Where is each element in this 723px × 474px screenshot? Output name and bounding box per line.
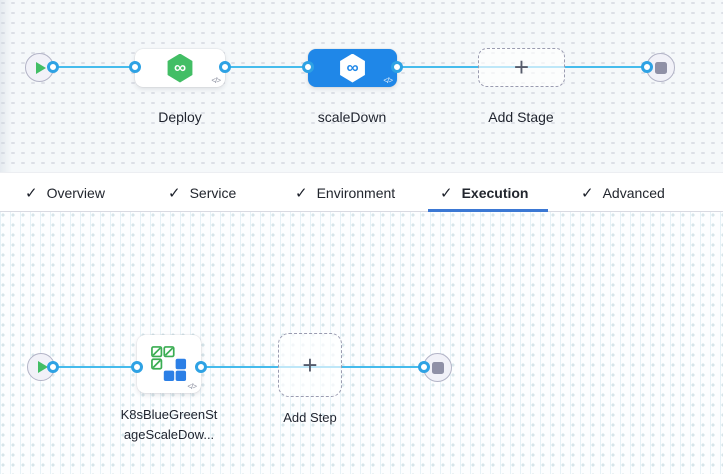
stage-label-scaledown: scaleDown — [317, 109, 387, 125]
stop-icon — [654, 61, 667, 74]
stage-pipeline-canvas[interactable]: ∞ </> Deploy ∞ </> scaleDown + Add Stage — [0, 0, 723, 172]
port[interactable] — [302, 61, 314, 73]
check-icon: ✓ — [581, 184, 594, 202]
port[interactable] — [219, 61, 231, 73]
port[interactable] — [195, 361, 207, 373]
stage-card-deploy[interactable]: ∞ </> — [135, 49, 225, 87]
step-label: K8sBlueGreenSt ageScaleDow... — [120, 407, 218, 442]
play-icon — [36, 61, 46, 74]
code-icon[interactable]: </> — [383, 76, 393, 85]
port[interactable] — [129, 61, 141, 73]
port[interactable] — [418, 361, 430, 373]
port[interactable] — [47, 61, 59, 73]
check-icon: ✓ — [168, 184, 181, 202]
plus-icon: + — [513, 52, 530, 82]
code-icon[interactable]: </> — [211, 76, 221, 85]
port[interactable] — [641, 61, 653, 73]
check-icon: ✓ — [295, 184, 308, 202]
tab-advanced[interactable]: ✓ Advanced — [581, 184, 665, 202]
stage-config-tabbar: ✓ Overview ✓ Service ✓ Environment ✓ Exe… — [0, 172, 723, 212]
active-tab-indicator — [428, 209, 548, 212]
tab-overview[interactable]: ✓ Overview — [25, 184, 105, 202]
check-icon: ✓ — [25, 184, 38, 202]
tab-service[interactable]: ✓ Service — [168, 184, 237, 202]
add-step-button[interactable]: + — [278, 333, 342, 397]
play-icon — [37, 361, 48, 373]
deployment-stage-icon: ∞ — [167, 53, 193, 83]
stage-label-deploy: Deploy — [158, 109, 202, 125]
stop-icon — [431, 361, 444, 374]
port[interactable] — [131, 361, 143, 373]
tab-execution[interactable]: ✓ Execution — [440, 184, 529, 202]
plus-icon: + — [302, 349, 318, 380]
step-card-k8s-bluegreen-scaledown[interactable]: </> — [137, 335, 201, 393]
port[interactable] — [47, 361, 59, 373]
execution-step-canvas[interactable]: </> K8sBlueGreenSt ageScaleDow... + Add … — [0, 212, 723, 474]
deployment-stage-icon: ∞ — [340, 53, 365, 83]
pipeline-start-node[interactable] — [25, 53, 54, 82]
add-stage-label: Add Stage — [488, 109, 554, 125]
code-icon[interactable]: </> — [187, 382, 197, 391]
add-step-label: Add Step — [283, 410, 337, 425]
stage-card-scaledown[interactable]: ∞ </> — [308, 49, 397, 87]
check-icon: ✓ — [440, 184, 453, 202]
k8s-blue-green-scale-down-icon — [151, 346, 187, 382]
add-stage-button[interactable]: + — [478, 48, 565, 87]
tab-environment[interactable]: ✓ Environment — [295, 184, 396, 202]
step-flow-line — [41, 366, 438, 368]
port[interactable] — [391, 61, 403, 73]
